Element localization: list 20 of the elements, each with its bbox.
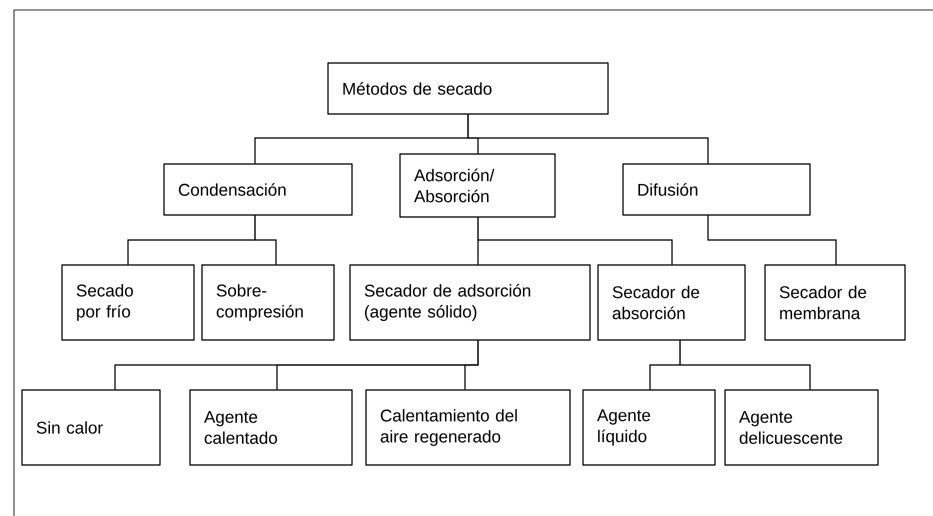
category-box: Métodos de secado	[327, 62, 609, 115]
category-box: Secado por frío	[61, 264, 195, 341]
category-box: Sobre-compresión	[201, 264, 335, 341]
category-box: Agente delicuescente	[724, 389, 879, 466]
category-box: Sin calor	[21, 389, 161, 466]
category-box: Secador de absorción	[597, 264, 746, 341]
connector-line	[477, 218, 673, 264]
category-box: Difusión	[622, 163, 811, 216]
category-box: Condensación	[163, 163, 353, 216]
connector-line	[254, 216, 277, 264]
category-box: Agente calentado	[189, 389, 353, 466]
connector-line	[464, 340, 479, 390]
category-box: Calentamiento del aire regenerado	[365, 389, 571, 466]
category-box: Secador de adsorción (agente sólido)	[349, 264, 591, 341]
category-box: Adsorción/ Absorción	[399, 153, 556, 218]
connector-line	[467, 114, 709, 164]
category-box: Agente líquido	[582, 389, 716, 466]
connector-line	[679, 340, 811, 390]
category-box: Secador de membrana	[764, 264, 906, 341]
connector-line	[707, 216, 837, 264]
